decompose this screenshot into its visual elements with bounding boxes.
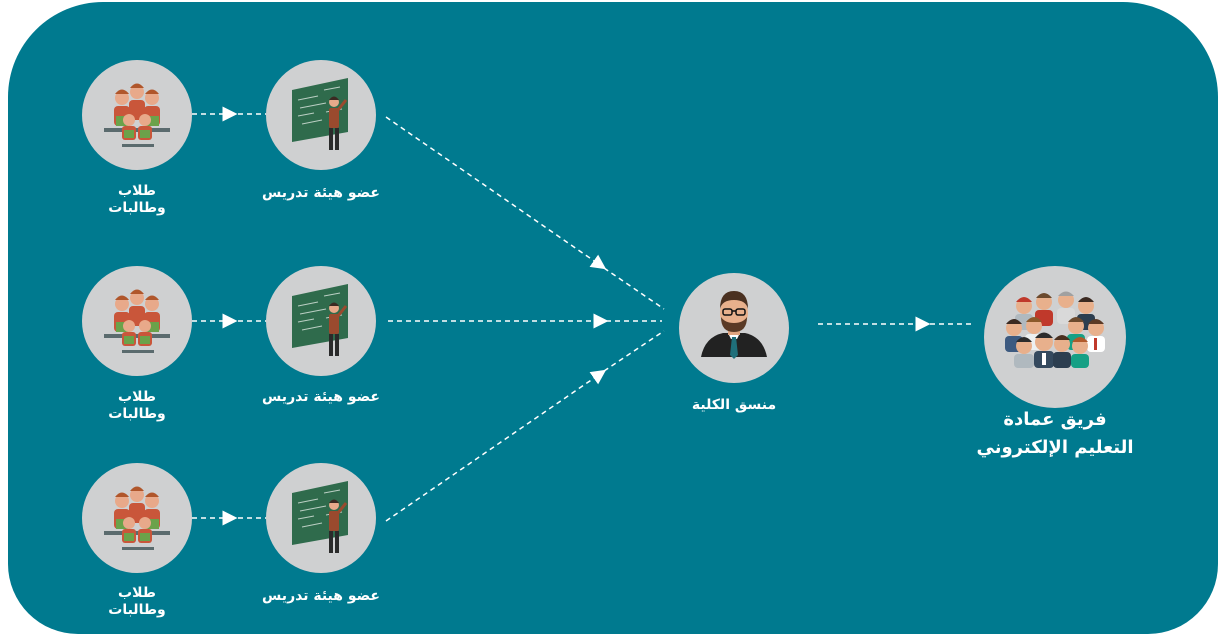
- students-label-line1: طلاب: [118, 389, 156, 405]
- students-label-line2: وطالبات: [108, 602, 166, 618]
- students-node-2: [82, 266, 192, 376]
- team-group-icon: [1005, 291, 1105, 368]
- team-label-line1: فريق عمادة: [1003, 409, 1107, 430]
- students-group-icon: [104, 83, 170, 147]
- team-node: [984, 266, 1126, 408]
- students-label-3: طلاب وطالبات: [82, 585, 192, 619]
- students-group-icon: [104, 486, 170, 550]
- faculty-node-1: [266, 60, 376, 170]
- faculty-label-3: عضو هيئة تدريس: [262, 588, 380, 604]
- students-label-line1: طلاب: [118, 585, 156, 601]
- faculty-label-2: عضو هيئة تدريس: [262, 389, 380, 405]
- students-node-1: [82, 60, 192, 170]
- coordinator-node: [679, 273, 789, 383]
- teacher-blackboard-icon: [292, 481, 348, 553]
- students-label-line1: طلاب: [118, 183, 156, 199]
- coordinator-man-icon: [701, 291, 767, 359]
- faculty-node-3: [266, 463, 376, 573]
- teacher-blackboard-icon: [292, 78, 348, 150]
- students-label-2: طلاب وطالبات: [82, 389, 192, 423]
- team-label: فريق عمادة التعليم الإلكتروني: [935, 406, 1175, 462]
- faculty-label-1: عضو هيئة تدريس: [262, 185, 380, 201]
- students-label-line2: وطالبات: [108, 406, 166, 422]
- students-group-icon: [104, 289, 170, 353]
- team-label-line2: التعليم الإلكتروني: [976, 437, 1134, 458]
- students-label-1: طلاب وطالبات: [82, 183, 192, 217]
- students-label-line2: وطالبات: [108, 200, 166, 216]
- teacher-blackboard-icon: [292, 284, 348, 356]
- coordinator-label: منسق الكلية: [691, 397, 777, 413]
- students-node-3: [82, 463, 192, 573]
- faculty-node-2: [266, 266, 376, 376]
